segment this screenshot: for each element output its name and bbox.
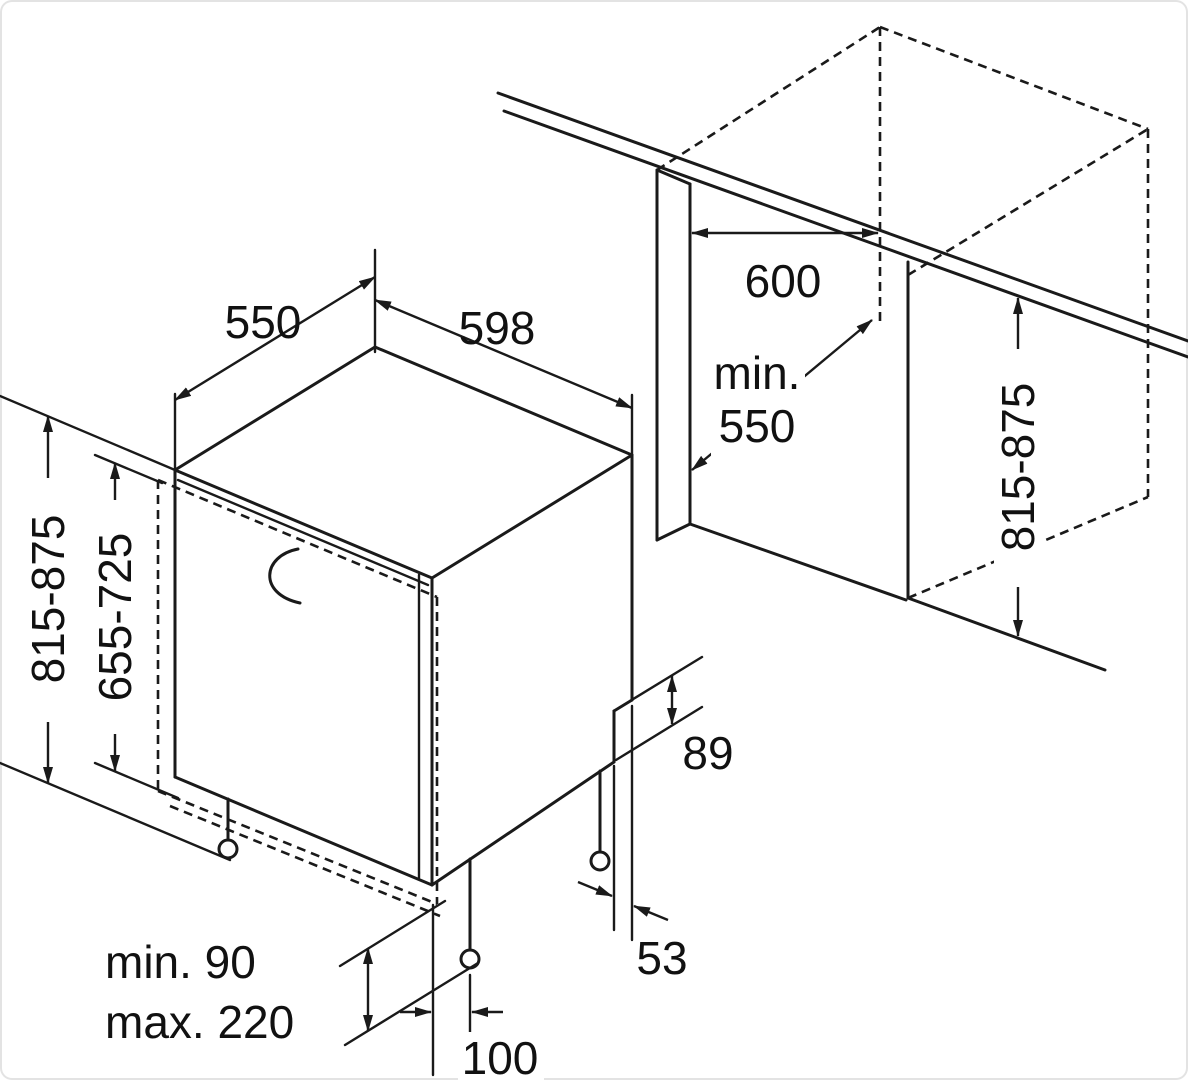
label-recess-89: 89 (682, 727, 733, 779)
dimension-labels: 550 598 815-875 655-725 min. 90 max. 220… (22, 255, 1044, 1080)
furniture-door-dashed (156, 478, 441, 918)
label-foot-offset-100: 100 (462, 1032, 539, 1080)
label-niche-depth-550: 550 (719, 400, 796, 452)
label-recess-53: 53 (636, 932, 687, 984)
label-niche-height: 815-875 (992, 383, 1044, 552)
label-depth-550: 550 (225, 296, 302, 348)
label-masks (24, 344, 1042, 1080)
door-handle (268, 547, 302, 605)
label-width-598: 598 (459, 302, 536, 354)
label-niche-width-600: 600 (745, 255, 822, 307)
label-niche-depth-min: min. (714, 347, 801, 399)
worktop-lines (496, 91, 1188, 359)
dishwasher-outline (156, 345, 634, 970)
adjustable-feet (217, 769, 611, 970)
label-plinth-max: max. 220 (105, 996, 294, 1048)
label-door-height: 655-725 (89, 533, 141, 702)
label-plinth-min: min. 90 (105, 936, 256, 988)
label-appliance-height: 815-875 (22, 515, 74, 684)
niche-outline (655, 25, 1150, 672)
